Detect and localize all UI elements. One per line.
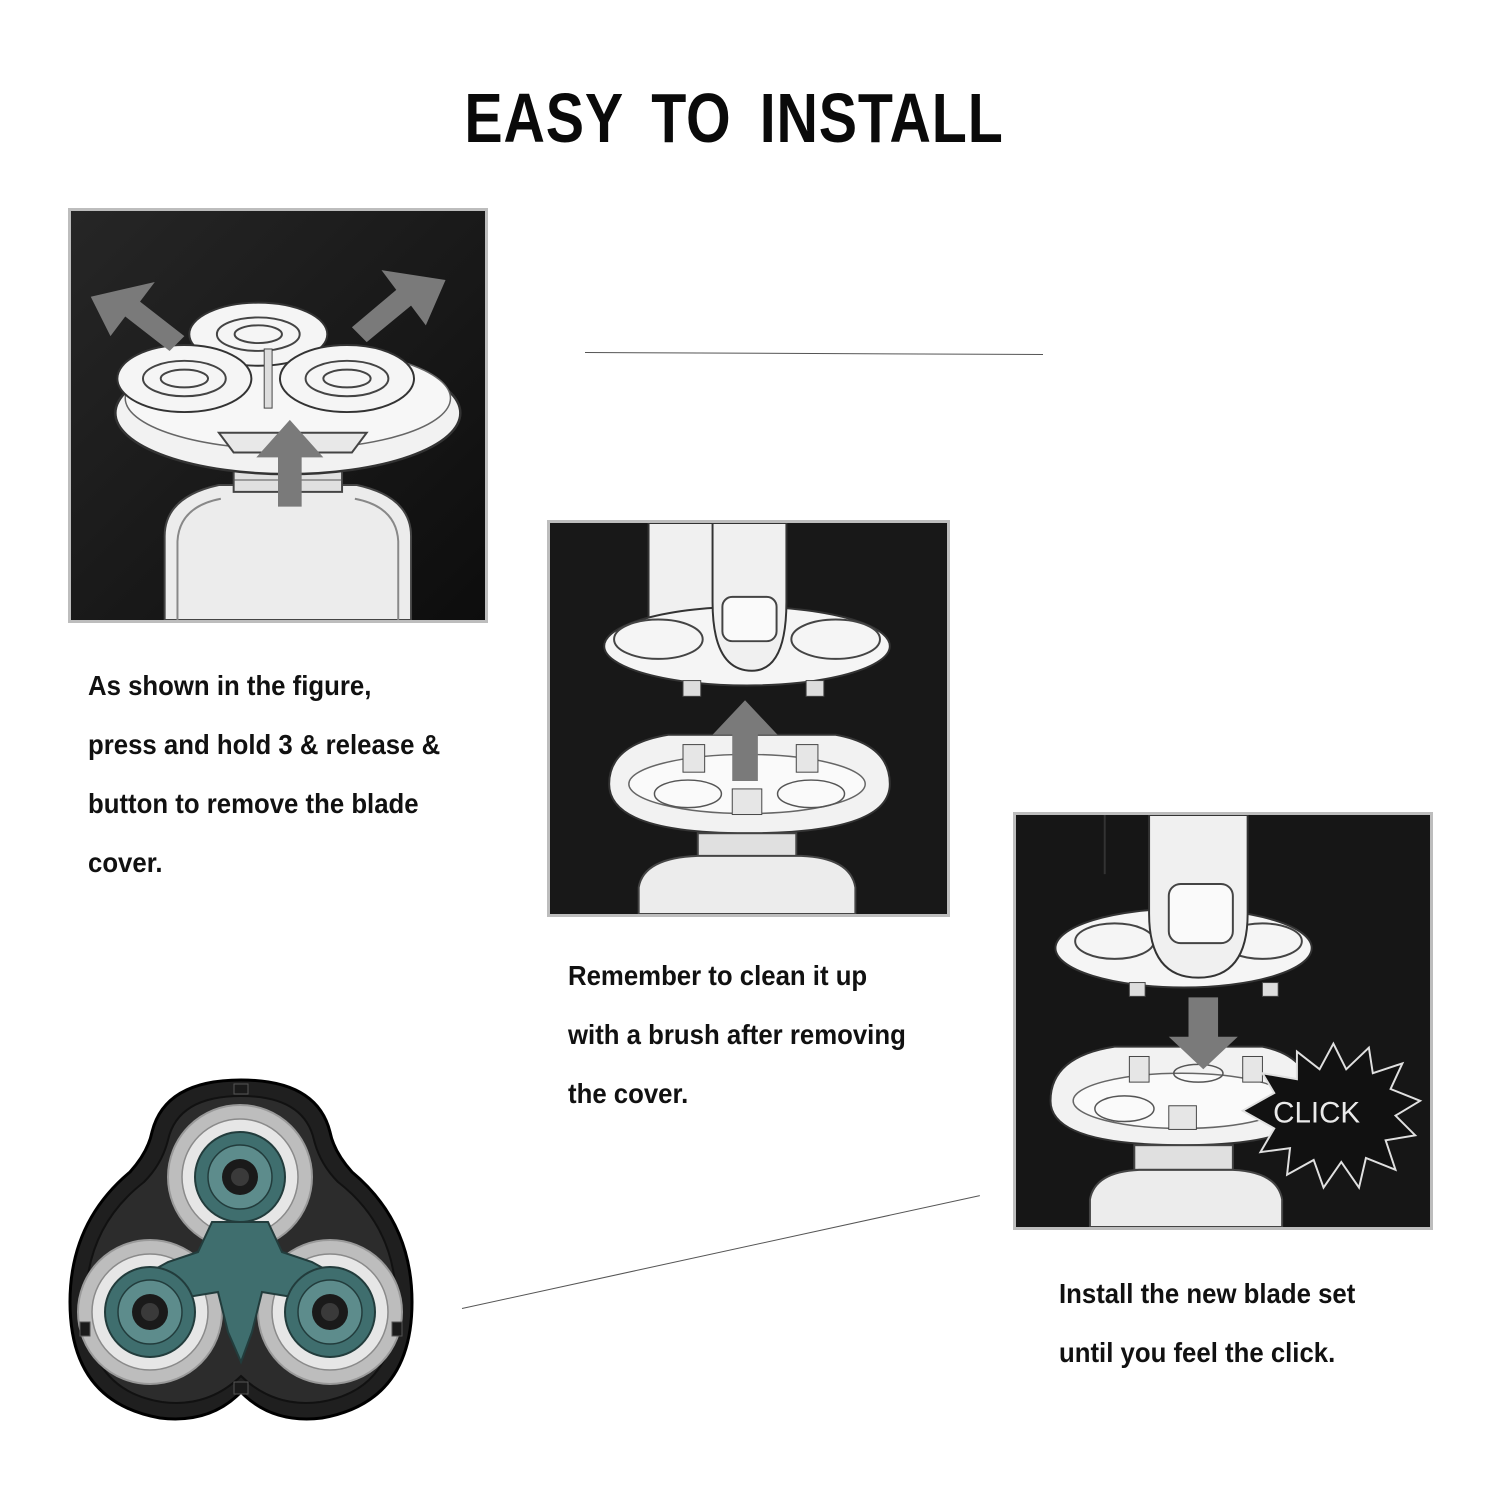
step-2-line-1: Remember to clean it up bbox=[568, 960, 868, 991]
step-1-illustration bbox=[68, 208, 488, 623]
step-2-line-2: with a brush after removing bbox=[568, 1019, 906, 1050]
page-title: EASY TO INSTALL bbox=[464, 79, 1004, 157]
step-2-illustration bbox=[547, 520, 950, 917]
divider-line bbox=[584, 352, 1043, 355]
step-2-line-3: the cover. bbox=[568, 1078, 689, 1109]
step-1-line-3: button to remove the blade bbox=[88, 788, 419, 819]
divider-line bbox=[461, 1195, 980, 1309]
step-3-line-1: Install the new blade set bbox=[1059, 1278, 1356, 1309]
step-1-line-2: press and hold 3 & release & bbox=[88, 729, 441, 760]
click-badge: CLICK bbox=[1273, 1097, 1360, 1130]
step-1-line-4: cover. bbox=[88, 847, 163, 878]
step-1-line-1: As shown in the figure, bbox=[88, 670, 372, 701]
step-3-illustration: CLICK bbox=[1013, 812, 1433, 1230]
step-3-caption: Install the new blade set until you feel… bbox=[1059, 1264, 1427, 1382]
step-3-line-2: until you feel the click. bbox=[1059, 1337, 1336, 1368]
blade-set-product-image bbox=[62, 1072, 420, 1428]
step-1-caption: As shown in the figure, press and hold 3… bbox=[88, 656, 493, 892]
step-2-caption: Remember to clean it up with a brush aft… bbox=[568, 946, 954, 1123]
